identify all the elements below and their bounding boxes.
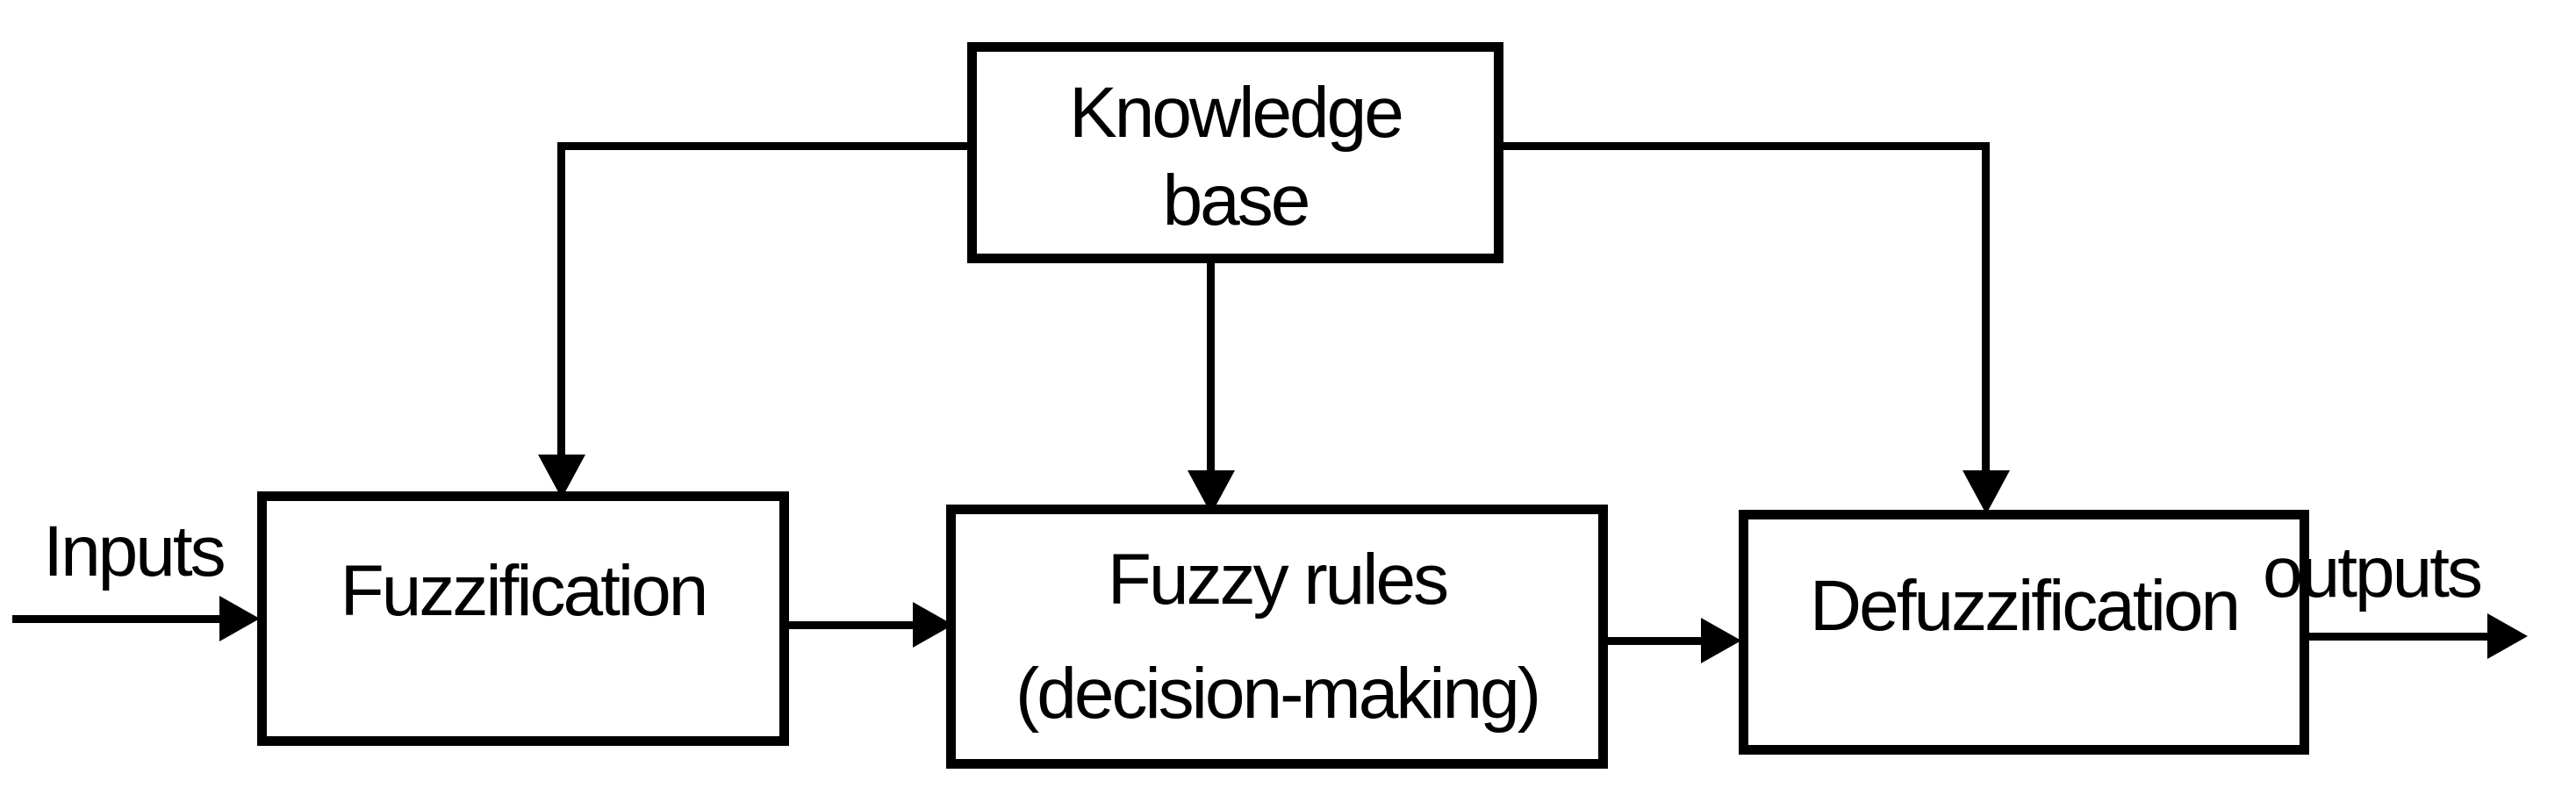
arrowhead-down-kb-fuzzification [538,455,585,498]
arrowhead-right-inputs [219,596,260,641]
connector-kb-defuzzification-horizontal [1496,142,1989,150]
node-fuzzy-rules: Fuzzy rules (decision-making) [946,505,1608,769]
connector-kb-fuzzification-vertical [557,142,565,456]
connector-kb-defuzzification-vertical [1982,142,1990,472]
connector-kb-fuzzy-rules-vertical [1207,260,1215,472]
node-defuzzification-label: Defuzzification [1809,565,2241,646]
connector-kb-fuzzification-horizontal [557,142,967,150]
node-knowledge-base-line2: base [1162,161,1311,240]
outputs-label: outputs [2263,533,2483,612]
node-fuzzy-rules-line1: Fuzzy rules [1107,539,1449,620]
node-defuzzification: Defuzzification [1739,510,2309,755]
connector-inputs-fuzzification [12,615,223,623]
node-knowledge-base-label: Knowledge base [1069,69,1404,245]
arrowhead-right-fuzzification-fuzzy-rules [913,602,953,648]
node-fuzzy-rules-label: Fuzzy rules (decision-making) [1015,523,1541,751]
arrowhead-down-kb-fuzzy-rules [1188,470,1235,514]
node-fuzzification: Fuzzification [257,491,789,746]
arrowhead-right-outputs [2487,613,2528,659]
arrowhead-right-fuzzy-rules-defuzzification [1701,618,1741,663]
node-knowledge-base: Knowledge base [967,42,1503,263]
connector-fuzzy-rules-defuzzification [1608,637,1703,645]
connector-fuzzification-fuzzy-rules [789,621,917,629]
inputs-label: Inputs [43,512,226,591]
node-knowledge-base-line1: Knowledge [1069,73,1404,153]
connector-defuzzification-outputs [2309,633,2488,641]
arrowhead-down-kb-defuzzification [1962,470,2010,514]
node-fuzzification-label: Fuzzification [340,551,709,631]
node-fuzzy-rules-line2: (decision-making) [1015,653,1541,734]
